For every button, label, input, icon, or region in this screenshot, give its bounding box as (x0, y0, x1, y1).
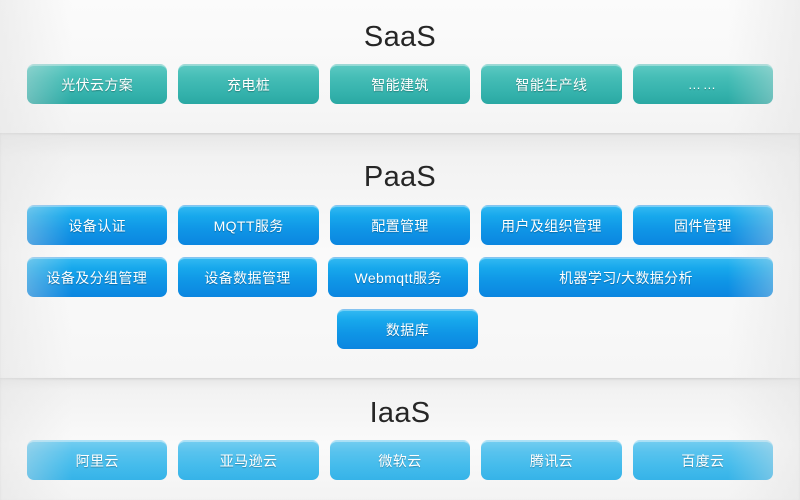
box-label: 设备数据管理 (204, 269, 291, 286)
paas-row-2: 设备及分组管理 设备数据管理 Webmqtt服务 机器学习/大数据分析 (27, 257, 778, 301)
box-label: Webmqtt服务 (354, 269, 442, 286)
iaas-box-tencent-cloud[interactable]: 腾讯云 (481, 440, 627, 484)
paas-box-webmqtt-service[interactable]: Webmqtt服务 (328, 257, 472, 301)
iaas-box-baidu-cloud[interactable]: 百度云 (632, 440, 778, 484)
iaas-box-microsoft-cloud[interactable]: 微软云 (329, 440, 475, 484)
saas-row: 光伏云方案 充电桩 智能建筑 智能生产线 …… (27, 64, 778, 108)
paas-box-database[interactable]: 数据库 (337, 309, 482, 353)
paas-row-3: 数据库 (337, 309, 482, 353)
box-label: 腾讯云 (529, 452, 574, 469)
box-label: …… (687, 77, 718, 92)
box-label: 亚马逊云 (219, 452, 278, 469)
saas-section-title: SaaS (363, 21, 437, 53)
paas-box-machine-learning-big-data[interactable]: 机器学习/大数据分析 (479, 257, 778, 301)
box-label: 智能生产线 (515, 76, 588, 93)
box-label: 配置管理 (371, 217, 429, 234)
box-label: 机器学习/大数据分析 (559, 269, 693, 286)
paas-box-device-and-group-management[interactable]: 设备及分组管理 (27, 257, 171, 301)
box-label: 用户及组织管理 (501, 217, 602, 234)
iaas-section-title: IaaS (369, 397, 431, 429)
box-label: 百度云 (681, 452, 725, 469)
paas-box-device-authentication[interactable]: 设备认证 (27, 205, 172, 249)
box-label: 微软云 (378, 452, 422, 469)
box-label: 充电桩 (227, 76, 271, 93)
saas-box-more[interactable]: …… (632, 64, 778, 108)
saas-box-smart-building[interactable]: 智能建筑 (329, 64, 475, 108)
box-label: 数据库 (385, 321, 430, 338)
iaas-box-alibaba-cloud[interactable]: 阿里云 (27, 440, 172, 484)
box-label: 设备及分组管理 (46, 269, 148, 286)
paas-row-1: 设备认证 MQTT服务 配置管理 用户及组织管理 固件管理 (27, 205, 778, 249)
paas-section-title: PaaS (363, 161, 437, 193)
paas-box-mqtt-service[interactable]: MQTT服务 (178, 205, 324, 249)
paas-box-configuration-management[interactable]: 配置管理 (329, 205, 475, 249)
saas-box-charging-pile[interactable]: 充电桩 (178, 64, 324, 108)
paas-box-firmware-management[interactable]: 固件管理 (632, 205, 778, 249)
saas-box-photovoltaic-cloud[interactable]: 光伏云方案 (27, 64, 172, 108)
box-label: 固件管理 (674, 217, 732, 234)
saas-box-smart-production-line[interactable]: 智能生产线 (481, 64, 627, 108)
box-label: 设备认证 (68, 217, 126, 234)
iaas-box-amazon-cloud[interactable]: 亚马逊云 (178, 440, 324, 484)
box-label: 阿里云 (75, 452, 119, 469)
paas-box-user-and-org-management[interactable]: 用户及组织管理 (481, 205, 627, 249)
iaas-row: 阿里云 亚马逊云 微软云 腾讯云 百度云 (27, 440, 778, 484)
paas-box-device-data-management[interactable]: 设备数据管理 (177, 257, 322, 301)
box-label: 智能建筑 (371, 76, 429, 93)
box-label: 光伏云方案 (61, 76, 134, 93)
box-label: MQTT服务 (213, 217, 284, 234)
